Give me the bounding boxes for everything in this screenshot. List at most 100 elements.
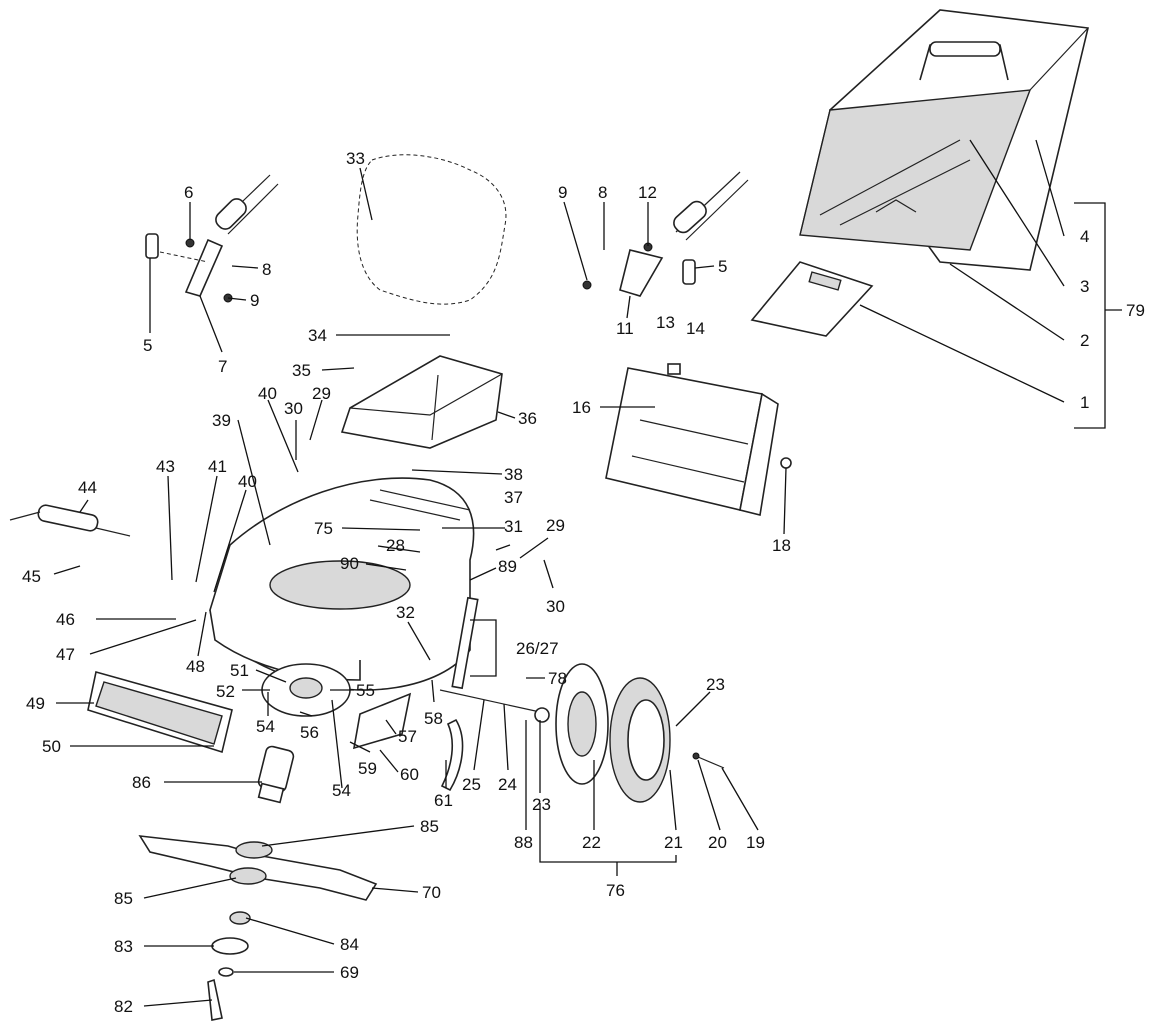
wheel-axle-shaft xyxy=(439,689,550,723)
callout-79: 79 xyxy=(1126,301,1145,320)
callout-7: 7 xyxy=(218,357,227,376)
callout-51: 51 xyxy=(230,661,249,680)
callout-8: 8 xyxy=(598,183,607,202)
rear-flap xyxy=(87,670,233,754)
callout-46: 46 xyxy=(56,610,75,629)
callout-70: 70 xyxy=(422,883,441,902)
callout-5: 5 xyxy=(718,257,727,276)
callout-3: 3 xyxy=(1080,277,1089,296)
callout-48: 48 xyxy=(186,657,205,676)
callout-34: 34 xyxy=(308,326,327,345)
callout-8: 8 xyxy=(262,260,271,279)
callout-88: 88 xyxy=(514,833,533,852)
rear-axle xyxy=(9,504,131,537)
side-bracket xyxy=(352,692,464,792)
callout-labels: 33 6 8 9 5 7 9 8 12 5 11 13 14 16 18 4 3… xyxy=(22,149,1145,1016)
callout-58: 58 xyxy=(424,709,443,728)
cutting-blade xyxy=(138,835,378,901)
callout-75: 75 xyxy=(314,519,333,538)
callout-28: 28 xyxy=(386,536,405,555)
callout-41: 41 xyxy=(208,457,227,476)
callout-30: 30 xyxy=(284,399,303,418)
callout-21: 21 xyxy=(664,833,683,852)
engine-outline xyxy=(356,154,507,305)
callout-56: 56 xyxy=(300,723,319,742)
callout-89: 89 xyxy=(498,557,517,576)
callout-59: 59 xyxy=(358,759,377,778)
callout-33: 33 xyxy=(346,149,365,168)
callout-40: 40 xyxy=(238,472,257,491)
callout-12: 12 xyxy=(638,183,657,202)
callout-90: 90 xyxy=(340,554,359,573)
callout-85: 85 xyxy=(114,889,133,908)
callout-9: 9 xyxy=(558,183,567,202)
callout-55: 55 xyxy=(356,681,375,700)
handle-bracket-right xyxy=(582,242,696,297)
handle-bracket-left xyxy=(159,238,233,303)
callout-14: 14 xyxy=(686,319,705,338)
catcher-flap xyxy=(750,261,874,337)
wheel-bolt xyxy=(692,752,725,769)
callout-23: 23 xyxy=(706,675,725,694)
mower-deck xyxy=(209,477,475,691)
callout-29: 29 xyxy=(546,516,565,535)
left-handle-tube xyxy=(215,174,279,235)
rear-guard-frame xyxy=(605,363,792,516)
callout-39: 39 xyxy=(212,411,231,430)
callout-45: 45 xyxy=(22,567,41,586)
callout-4: 4 xyxy=(1080,227,1089,246)
callout-37: 37 xyxy=(504,488,523,507)
blade-adapter xyxy=(257,745,295,804)
callout-25: 25 xyxy=(462,775,481,794)
rear-wheel xyxy=(555,663,671,803)
callout-35: 35 xyxy=(292,361,311,380)
callout-47: 47 xyxy=(56,645,75,664)
callout-24: 24 xyxy=(498,775,517,794)
callout-11: 11 xyxy=(616,319,634,338)
callout-29: 29 xyxy=(312,384,331,403)
callout-20: 20 xyxy=(708,833,727,852)
callout-9: 9 xyxy=(250,291,259,310)
callout-23: 23 xyxy=(532,795,551,814)
callout-69: 69 xyxy=(340,963,359,982)
grass-catcher xyxy=(799,9,1089,271)
callout-31: 31 xyxy=(504,517,523,536)
callout-60: 60 xyxy=(400,765,419,784)
callout-54: 54 xyxy=(332,781,351,800)
callout-6: 6 xyxy=(184,183,193,202)
callout-50: 50 xyxy=(42,737,61,756)
callout-43: 43 xyxy=(156,457,175,476)
callout-1: 1 xyxy=(1080,393,1089,412)
callout-49: 49 xyxy=(26,694,45,713)
callout-57: 57 xyxy=(398,727,417,746)
callout-19: 19 xyxy=(746,833,765,852)
right-handle-tube xyxy=(673,171,749,241)
callout-16: 16 xyxy=(572,398,591,417)
callout-86: 86 xyxy=(132,773,151,792)
callout-44: 44 xyxy=(78,478,97,497)
callout-78: 78 xyxy=(548,669,567,688)
callout-13: 13 xyxy=(656,313,675,332)
blade-pulley xyxy=(261,663,351,717)
callout-85: 85 xyxy=(420,817,439,836)
callout-26-27: 26/27 xyxy=(516,639,559,658)
callout-2: 2 xyxy=(1080,331,1089,350)
callout-40: 40 xyxy=(258,384,277,403)
callout-52: 52 xyxy=(216,682,235,701)
callout-84: 84 xyxy=(340,935,359,954)
callout-22: 22 xyxy=(582,833,601,852)
callout-36: 36 xyxy=(518,409,537,428)
callout-83: 83 xyxy=(114,937,133,956)
callout-18: 18 xyxy=(772,536,791,555)
callout-38: 38 xyxy=(504,465,523,484)
blade-fasteners xyxy=(207,911,251,1021)
callout-30: 30 xyxy=(546,597,565,616)
leader-lines xyxy=(53,139,1122,1007)
callout-61: 61 xyxy=(434,791,453,810)
callout-54: 54 xyxy=(256,717,275,736)
handle-clamp-left xyxy=(145,233,159,259)
callout-32: 32 xyxy=(396,603,415,622)
callout-82: 82 xyxy=(114,997,133,1016)
callout-5: 5 xyxy=(143,336,152,355)
engine-cover xyxy=(340,355,503,449)
